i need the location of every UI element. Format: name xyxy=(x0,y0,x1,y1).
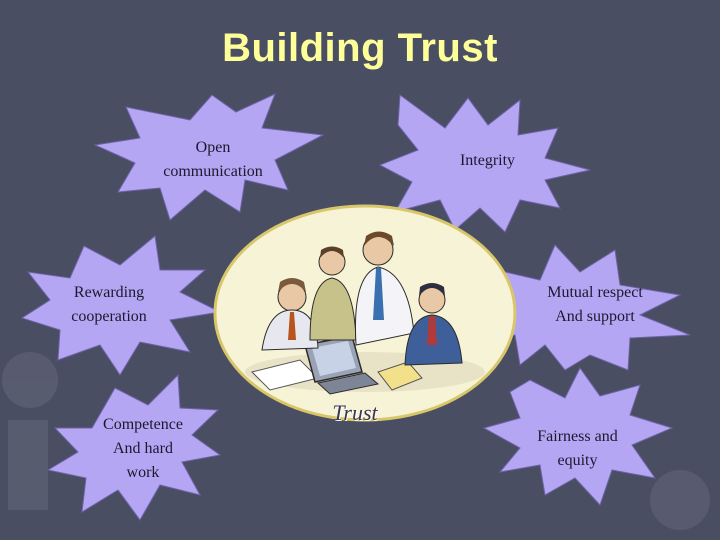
label-open-communication: Open communication xyxy=(163,139,263,180)
label-fairness: Fairness and equity xyxy=(537,428,618,469)
starburst-rewarding-cooperation xyxy=(20,235,222,376)
starburst-integrity xyxy=(378,94,591,233)
label-competence: Competence And hard work xyxy=(103,416,183,481)
trust-illustration xyxy=(213,204,517,422)
starburst-competence xyxy=(46,373,222,521)
label-integrity: Integrity xyxy=(459,152,516,169)
business-team-meeting-laptop-icon xyxy=(245,231,485,395)
starburst-open-communication xyxy=(93,93,325,221)
label-mutual-respect: Mutual respect And support xyxy=(547,284,643,325)
slide-title: Building Trust xyxy=(222,26,498,70)
trust-caption: Trust xyxy=(332,400,378,425)
label-rewarding-cooperation: Rewarding cooperation xyxy=(71,284,147,325)
starburst-fairness xyxy=(482,367,674,506)
background-decoration xyxy=(2,352,710,530)
